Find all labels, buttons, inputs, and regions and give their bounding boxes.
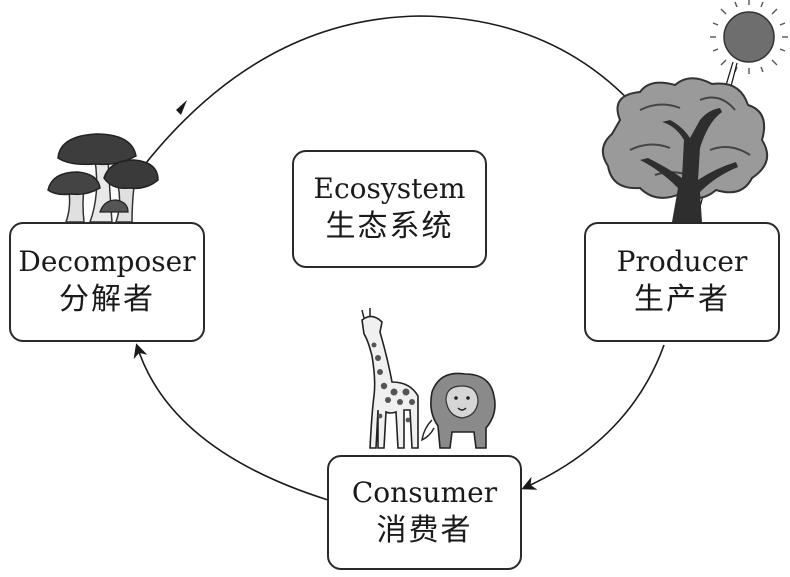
producer-label-zh: 生产者 xyxy=(634,282,730,317)
decomposer-label-zh: 分解者 xyxy=(59,282,155,317)
decomposer-label-en: Decomposer xyxy=(18,245,196,278)
mushroom-icon xyxy=(47,133,159,223)
tree-icon xyxy=(601,77,769,222)
cycle-arrow-producer-to-consumer xyxy=(521,344,665,490)
arrowhead-top xyxy=(176,100,187,115)
decomposer-box: Decomposer 分解者 xyxy=(9,222,205,342)
ecosystem-label-en: Ecosystem xyxy=(313,172,466,205)
sun-icon xyxy=(710,0,788,74)
consumer-label-zh: 消费者 xyxy=(376,512,473,548)
producer-box: Producer 生产者 xyxy=(584,222,780,342)
cycle-arrow-consumer-to-decomposer xyxy=(133,343,329,501)
ecosystem-center-box: Ecosystem 生态系统 xyxy=(292,150,487,268)
producer-label-en: Producer xyxy=(616,245,748,278)
lion-icon xyxy=(421,372,496,449)
consumer-box: Consumer 消费者 xyxy=(327,455,522,570)
ecosystem-label-zh: 生态系统 xyxy=(325,209,454,244)
cycle-arrow-decomposer-to-producer xyxy=(141,15,689,183)
consumer-label-en: Consumer xyxy=(351,475,498,509)
giraffe-icon xyxy=(361,308,419,449)
